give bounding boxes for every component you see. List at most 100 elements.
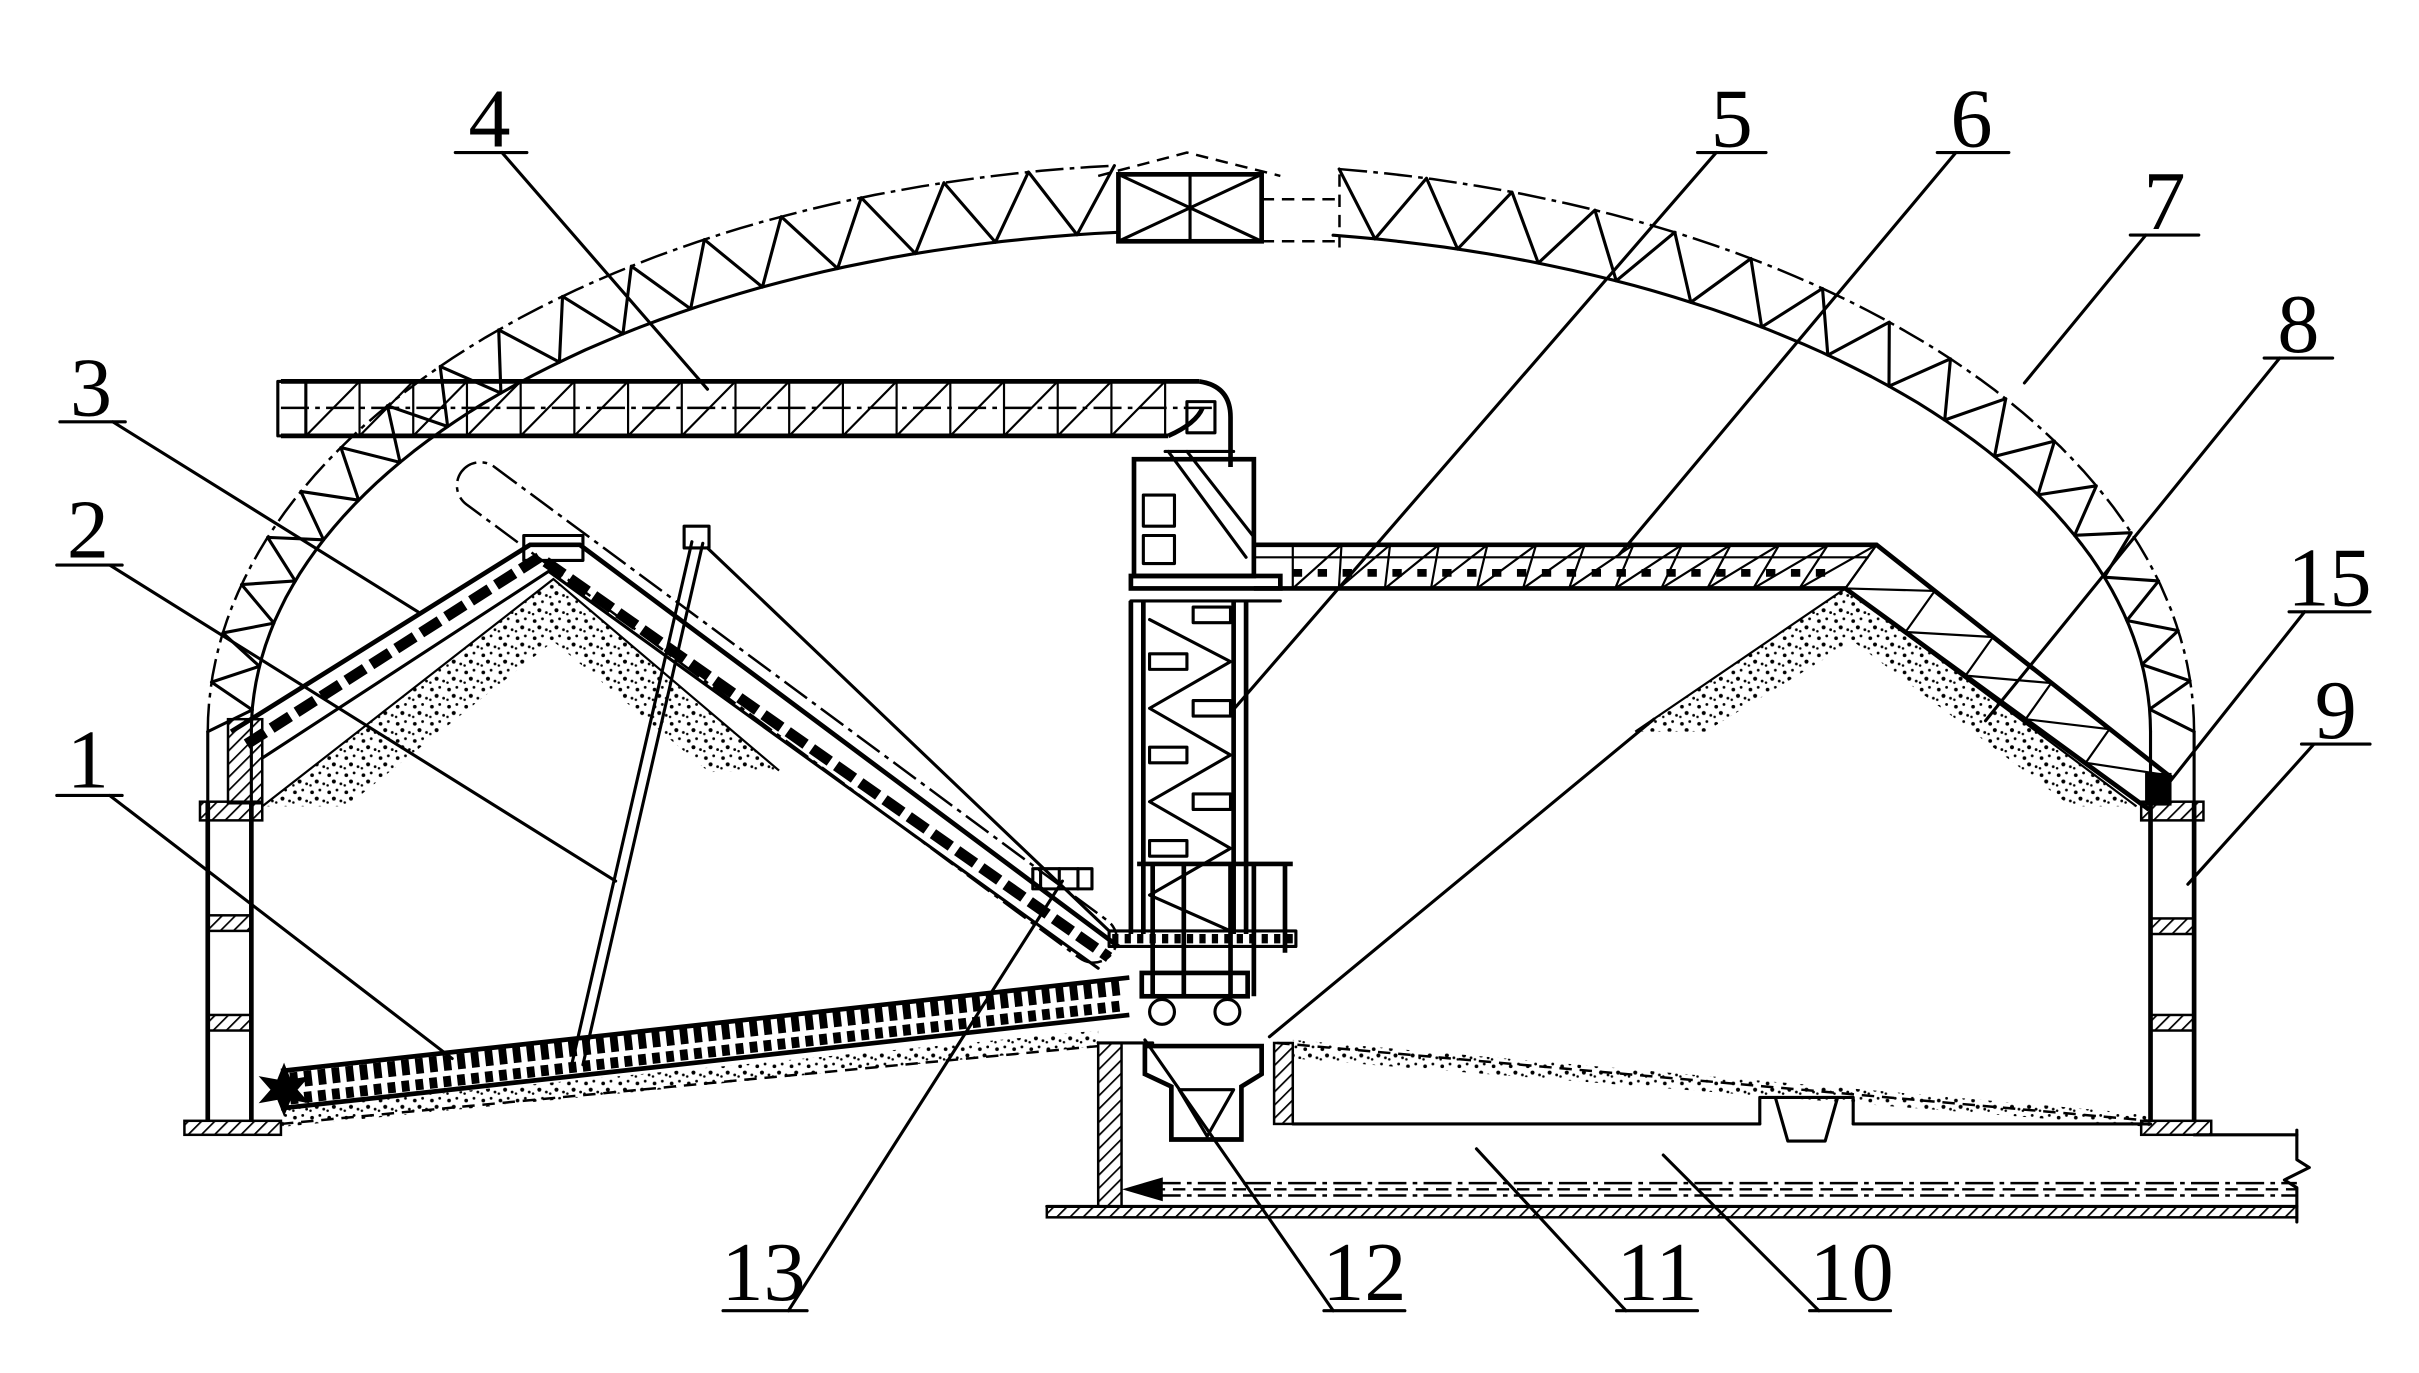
reclaimer-upper-chord (229, 542, 1120, 949)
left-wall-footing (183, 1119, 283, 1137)
boom-lifting-rod (570, 524, 1111, 1067)
leader-line-11 (1474, 1147, 1628, 1313)
lifting-rod-head (682, 524, 711, 550)
stair-landing (1148, 839, 1189, 858)
callout-7: 7 (2022, 155, 2201, 385)
callout-11: 11 (1474, 1147, 1700, 1319)
right-wall-footing (2139, 1119, 2213, 1137)
callout-6: 6 (1618, 72, 2011, 556)
boom-raised-position-outline (455, 460, 1119, 964)
tower-base-walkway (1107, 929, 1298, 949)
left-floor-slope (280, 1044, 1099, 1126)
label-6: 6 (1950, 72, 1992, 165)
tower-head-chute (1163, 449, 1256, 559)
leader-line-3 (111, 420, 420, 614)
tower-shaft-walls (1128, 600, 1249, 935)
leader-line-10 (1661, 1153, 1821, 1313)
tower-slewing-platform (1128, 573, 1283, 591)
trolley-body (1031, 867, 1094, 891)
callout-3: 3 (58, 342, 420, 614)
right-boom-web-sloped (1844, 544, 2169, 807)
leader-line-7 (2022, 233, 2148, 385)
leader-line-9 (2186, 742, 2316, 886)
reclaimer-scraper-chain (243, 550, 1113, 962)
left-wall-band-lower (206, 1013, 253, 1032)
roof-monitor-cap (1097, 151, 1281, 178)
leader-line-4 (500, 150, 710, 391)
central-column-tower (1107, 449, 1298, 1026)
label-8: 8 (2277, 278, 2319, 371)
tunnel-break-line (2282, 1128, 2311, 1224)
scraper-top-chord (280, 975, 1130, 1074)
leader-line-2 (108, 563, 618, 883)
top-boom-drive-box (1185, 400, 1217, 435)
leader-line-6 (1618, 150, 1958, 556)
left-retaining-wall (183, 800, 283, 1137)
tunnel-floor-slab (1045, 1205, 2299, 1219)
right-stacking-boom (1253, 542, 2174, 812)
stair-landing (1191, 698, 1233, 718)
callout-8: 8 (1983, 278, 2335, 723)
callout-12: 12 (1143, 1038, 1407, 1319)
label-7: 7 (2144, 155, 2186, 248)
right-floor-slope (1277, 1041, 2151, 1123)
label-10: 10 (1810, 1226, 1894, 1319)
scraper-blades-upper (289, 979, 1126, 1089)
leader-line-5 (1228, 150, 1718, 715)
stair-landing (1148, 745, 1189, 765)
label-5: 5 (1711, 72, 1753, 165)
callout-10: 10 (1661, 1153, 1894, 1319)
dome-web-left (206, 164, 1116, 734)
leader-line-12 (1143, 1038, 1335, 1313)
roof-monitor-cross-bracing (1116, 172, 1264, 243)
hoist-rope (705, 546, 1111, 933)
conveyor-direction-arrow (1121, 1177, 1163, 1202)
dome-web-right (1337, 167, 2196, 734)
tower-base-wheel-left (1148, 997, 1177, 1026)
stair-landing (1191, 792, 1233, 812)
left-wall-faces (205, 801, 254, 1121)
right-wall-band-lower (2149, 1013, 2196, 1032)
right-material-pile (1635, 588, 2137, 807)
feed-hopper (1142, 1043, 1264, 1142)
dome-roof-truss (206, 164, 2196, 804)
tower-stair-landings (1148, 605, 1233, 858)
pit-left-wall (1096, 1041, 1123, 1208)
callout-13: 13 (721, 879, 1064, 1319)
right-wall-ring-beam (2139, 800, 2205, 822)
label-12: 12 (1322, 1226, 1406, 1319)
leader-line-1 (108, 793, 454, 1061)
dome-inner-chord-right (1331, 233, 2153, 734)
reclaimer-tail-frame (226, 717, 264, 805)
callout-4: 4 (453, 72, 710, 391)
right-boom-web-horizontal (1291, 543, 1878, 590)
right-wall-band-upper (2149, 917, 2196, 936)
callout-1: 1 (55, 714, 454, 1061)
tower-head-panel-lower (1141, 533, 1177, 566)
tower-head-frame (1131, 456, 1257, 579)
callout-15: 15 (2166, 532, 2372, 787)
right-pile-slope-line (1267, 717, 1656, 1039)
stair-landing (1191, 605, 1233, 625)
left-pile-surface (261, 577, 780, 808)
roof-monitor-link (1261, 174, 1341, 250)
reclaim-scraper-conveyor (258, 975, 1130, 1117)
right-retaining-wall (2139, 800, 2213, 1137)
tower-base-wheel-right (1213, 997, 1242, 1026)
top-boom-tail-end (276, 379, 308, 438)
left-material-pile (262, 579, 780, 807)
label-9: 9 (2315, 664, 2357, 757)
label-4: 4 (469, 72, 511, 165)
auxiliary-hopper (1758, 1095, 1855, 1143)
right-wall-faces (2148, 801, 2197, 1121)
reclaimer-lower-chord (260, 569, 1100, 970)
roof-monitor (1097, 151, 1341, 250)
label-11: 11 (1617, 1226, 1698, 1319)
right-floor-edge-block (1272, 1041, 1295, 1126)
top-stacking-boom (276, 379, 1233, 468)
label-15: 15 (2288, 532, 2372, 625)
top-boom-transfer-chute (1167, 379, 1233, 468)
leader-line-8 (1983, 356, 2282, 723)
leader-line-15 (2166, 610, 2307, 787)
label-1: 1 (67, 714, 109, 807)
